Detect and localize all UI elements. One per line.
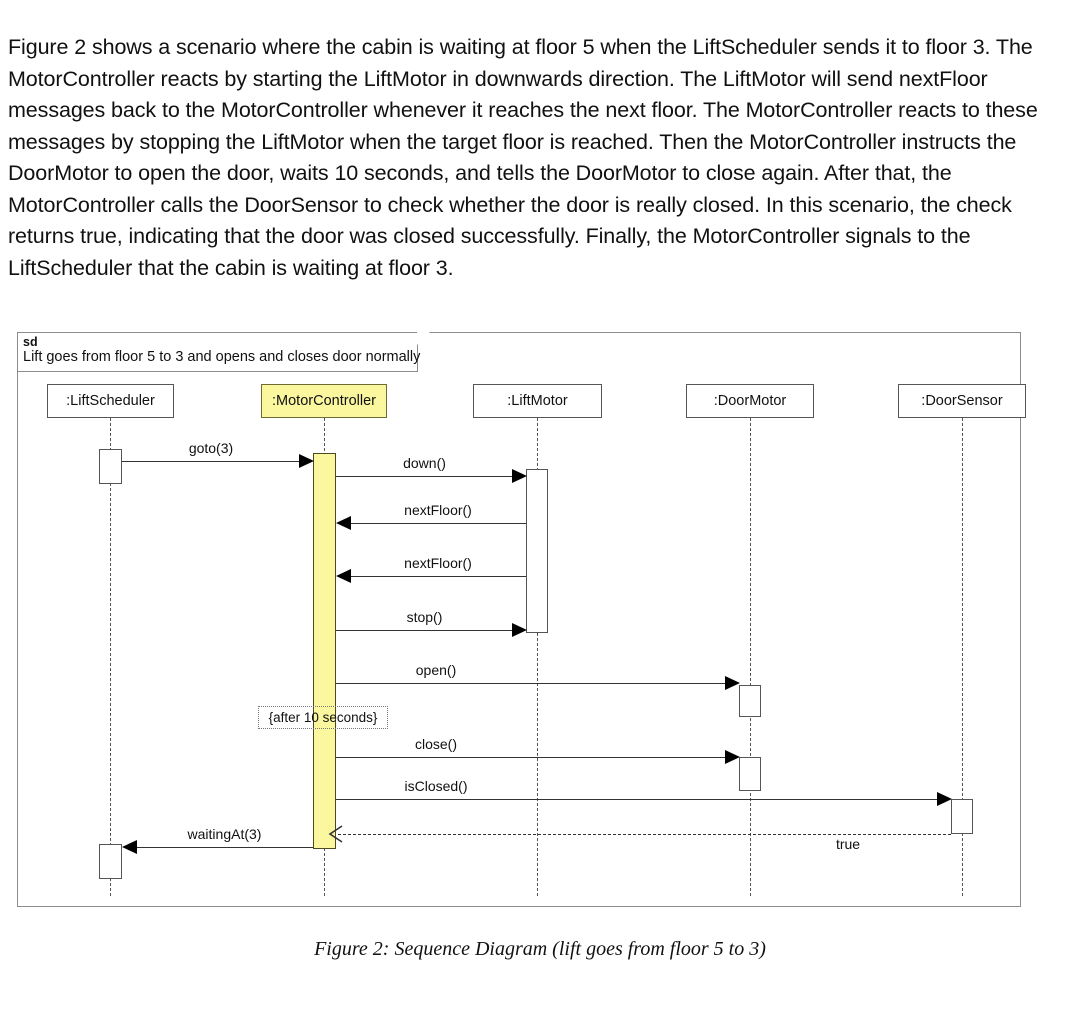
message-label-stop: stop() bbox=[406, 609, 443, 625]
message-label-true-return: true bbox=[835, 836, 861, 852]
arrow-head-down bbox=[512, 469, 527, 483]
activation-bar-liftmotor bbox=[526, 469, 548, 633]
arrow-head-nextfloor-2 bbox=[336, 569, 351, 583]
message-line-isclosed bbox=[336, 799, 938, 800]
message-line-close bbox=[336, 757, 726, 758]
intro-paragraph: Figure 2 shows a scenario where the cabi… bbox=[8, 35, 1038, 280]
message-label-goto: goto(3) bbox=[188, 440, 234, 456]
message-label-waitingat: waitingAt(3) bbox=[187, 826, 262, 842]
arrow-head-close bbox=[725, 750, 740, 764]
arrow-head-stop bbox=[512, 623, 527, 637]
message-line-open bbox=[336, 683, 726, 684]
lifeline-stem-liftmotor bbox=[537, 418, 538, 896]
message-label-nextfloor-1: nextFloor() bbox=[404, 502, 472, 518]
message-line-waitingat bbox=[136, 847, 313, 848]
arrow-head-isclosed bbox=[937, 792, 952, 806]
duration-constraint-note: {after 10 seconds} bbox=[258, 706, 388, 729]
frame-title-label: Lift goes from floor 5 to 3 and opens an… bbox=[23, 349, 421, 365]
activation-bar-liftscheduler-start bbox=[99, 449, 122, 484]
message-label-isclosed: isClosed() bbox=[404, 778, 468, 794]
lifeline-label: :DoorSensor bbox=[921, 393, 1003, 409]
message-label-open: open() bbox=[415, 662, 457, 678]
lifeline-stem-doorsensor bbox=[962, 418, 963, 896]
lifeline-head-motorcontroller[interactable]: :MotorController bbox=[261, 384, 387, 418]
lifeline-label: :MotorController bbox=[272, 393, 376, 409]
message-line-nextfloor-1 bbox=[350, 523, 526, 524]
message-line-goto bbox=[122, 461, 300, 462]
frame-kind-label: sd bbox=[23, 335, 38, 349]
sequence-diagram-frame: sd Lift goes from floor 5 to 3 and opens… bbox=[17, 332, 1026, 907]
lifeline-label: :DoorMotor bbox=[713, 393, 787, 409]
lifeline-head-liftmotor[interactable]: :LiftMotor bbox=[473, 384, 602, 418]
lifeline-head-doorsensor[interactable]: :DoorSensor bbox=[898, 384, 1026, 418]
activation-bar-doormotor-close bbox=[739, 757, 761, 791]
message-line-down bbox=[336, 476, 513, 477]
arrow-head-open bbox=[725, 676, 740, 690]
message-line-true-return bbox=[338, 834, 951, 835]
lifeline-stem-doormotor bbox=[750, 418, 751, 896]
arrow-head-true-return bbox=[328, 825, 343, 843]
message-line-stop bbox=[336, 630, 513, 631]
activation-bar-liftscheduler-end bbox=[99, 844, 122, 879]
frame-header-tab: sd Lift goes from floor 5 to 3 and opens… bbox=[18, 332, 430, 372]
lifeline-label: :LiftScheduler bbox=[66, 393, 155, 409]
message-label-close: close() bbox=[414, 736, 457, 752]
figure-caption: Figure 2: Sequence Diagram (lift goes fr… bbox=[314, 938, 766, 960]
activation-bar-doorsensor bbox=[951, 799, 973, 834]
arrow-head-goto bbox=[299, 454, 314, 468]
lifeline-label: :LiftMotor bbox=[507, 393, 568, 409]
message-label-nextfloor-2: nextFloor() bbox=[404, 555, 472, 571]
lifeline-head-liftscheduler[interactable]: :LiftScheduler bbox=[47, 384, 174, 418]
lifeline-stem-liftscheduler bbox=[110, 418, 111, 896]
arrow-head-waitingat bbox=[122, 840, 137, 854]
arrow-head-nextfloor-1 bbox=[336, 516, 351, 530]
activation-bar-doormotor-open bbox=[739, 685, 761, 717]
message-line-nextfloor-2 bbox=[350, 576, 526, 577]
lifeline-head-doormotor[interactable]: :DoorMotor bbox=[686, 384, 814, 418]
message-label-down: down() bbox=[403, 455, 446, 471]
activation-bar-motorcontroller bbox=[313, 453, 336, 849]
